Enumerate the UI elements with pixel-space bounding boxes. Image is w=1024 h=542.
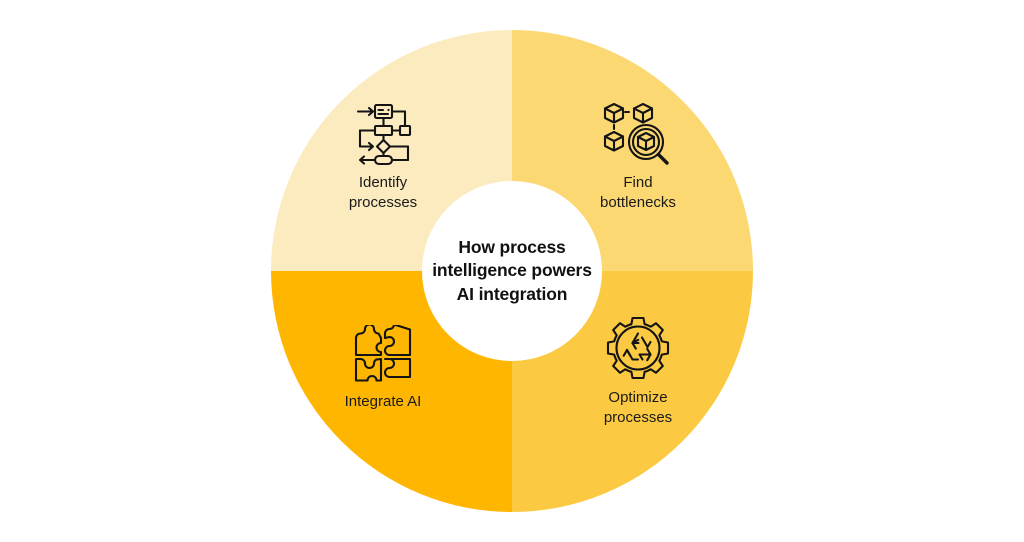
quadrant-label-identify-processes: Identify processes — [348, 174, 418, 212]
flowchart-icon — [350, 100, 416, 166]
quadrant-label-find-bottlenecks: Find bottlenecks — [600, 174, 676, 212]
quadrant-integrate-ai[interactable]: Integrate AI — [308, 323, 458, 412]
puzzle-pieces-icon — [351, 323, 415, 385]
quadrant-label-optimize-processes: Optimize processes — [603, 389, 673, 427]
donut-chart: How process intelligence powers AI integ… — [271, 30, 753, 512]
gear-recycle-icon — [605, 315, 671, 381]
quadrant-optimize-processes[interactable]: Optimize processes — [563, 315, 713, 429]
cubes-magnifier-icon — [602, 100, 674, 166]
quadrant-label-integrate-ai: Integrate AI — [344, 393, 422, 410]
quadrant-identify-processes[interactable]: Identify processes — [308, 100, 458, 214]
center-hub: How process intelligence powers AI integ… — [422, 181, 602, 361]
quadrant-find-bottlenecks[interactable]: Find bottlenecks — [563, 100, 713, 214]
center-title: How process intelligence powers AI integ… — [432, 237, 592, 304]
